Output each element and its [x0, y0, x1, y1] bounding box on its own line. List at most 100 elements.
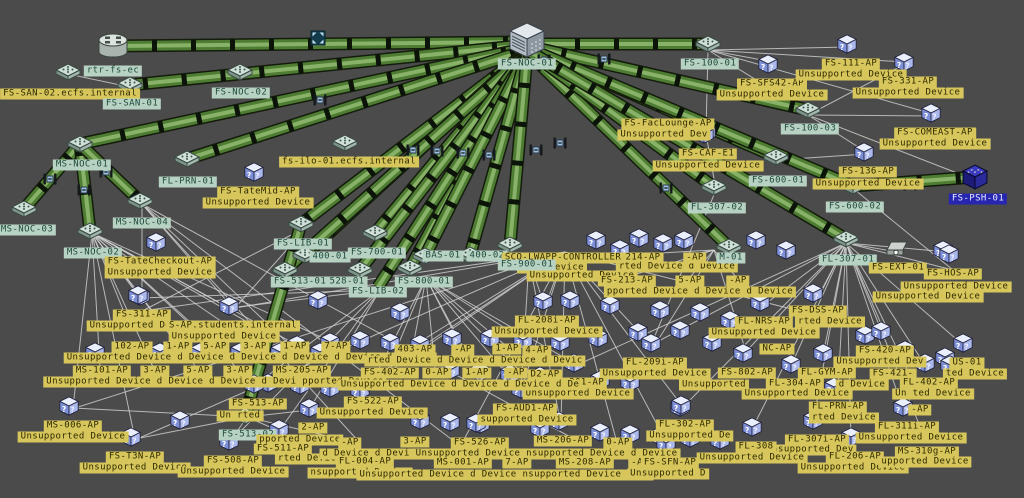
- node-label-fs-sfs42-ap[interactable]: FS-SFS42-AP: [736, 78, 808, 90]
- selected-device-cube-icon[interactable]: [961, 164, 989, 190]
- node-sublabel-fs-331-ap[interactable]: Unsupported Device: [852, 87, 964, 99]
- unsupported-device-cube-icon[interactable]: ??: [757, 54, 779, 74]
- unsupported-device-cube-icon[interactable]: ??: [775, 240, 797, 260]
- node-label-fs-600-02[interactable]: FS-600-02: [825, 201, 885, 213]
- node-label-fs-111-ap[interactable]: FS-111-AP: [821, 58, 881, 70]
- node-label-frag-ap-3[interactable]: -AP: [726, 275, 750, 287]
- node-label-fs-522-ap[interactable]: FS-522-AP: [343, 396, 403, 408]
- node-sublabel-fl-nrs-ap[interactable]: Unsupported Device: [708, 327, 820, 339]
- switch-icon[interactable]: [331, 134, 359, 152]
- node-sublabel-fs-dss-ap[interactable]: rted Device: [794, 316, 866, 328]
- link-status-icon[interactable]: [659, 182, 674, 194]
- node-sublabel-fl-301-ap[interactable]: Unsupported Device: [522, 388, 634, 400]
- node-label-fs-hos-ap[interactable]: FS-HOS-AP: [923, 268, 983, 280]
- node-label-row2c[interactable]: 5-AP: [183, 365, 213, 377]
- node-label-fs-900-01[interactable]: FS-900-01: [497, 259, 557, 271]
- unsupported-device-cube-icon[interactable]: ??: [619, 424, 641, 444]
- unsupported-device-cube-icon[interactable]: ??: [870, 321, 892, 341]
- node-label-fl-311i-ap[interactable]: FL-311i-AP: [874, 421, 940, 433]
- node-label-fl-308[interactable]: FL-308: [735, 441, 777, 453]
- node-label-rowb4[interactable]: 7-AP: [502, 457, 532, 469]
- node-label-ms-101-ap[interactable]: MS-101-AP: [72, 365, 132, 377]
- node-sublabel-fs-tatecheckout-ap[interactable]: Unsupported Device: [104, 267, 216, 279]
- node-label-row1e[interactable]: 1-AP: [280, 341, 310, 353]
- switch-icon[interactable]: [271, 261, 299, 279]
- pipe-link[interactable]: [186, 48, 528, 161]
- node-label-rowb1[interactable]: -AP: [338, 437, 362, 449]
- node-label-fs-400-01[interactable]: 400-01: [309, 251, 351, 263]
- node-label-fs-508-ap[interactable]: FS-508-AP: [203, 455, 263, 467]
- switch-icon[interactable]: [694, 35, 722, 53]
- unsupported-device-cube-icon[interactable]: ??: [745, 230, 767, 250]
- node-label-row1f[interactable]: 7-AP: [321, 341, 351, 353]
- unsupported-device-cube-icon[interactable]: ??: [532, 291, 554, 311]
- unsupported-device-cube-icon[interactable]: ??: [145, 232, 167, 252]
- node-label-fs-213-ap[interactable]: FS-213-AP: [597, 275, 657, 287]
- node-label-strip1[interactable]: Unsupported Device d Device d Device d D…: [63, 352, 437, 364]
- node-sublabel-fs-hos-ap[interactable]: Unsupported Device: [900, 281, 1012, 293]
- switch-icon[interactable]: [832, 230, 860, 248]
- unsupported-device-cube-icon[interactable]: ??: [741, 417, 763, 437]
- node-label-fs-psh-01[interactable]: FS-PSH-01: [948, 193, 1008, 205]
- unsupported-device-cube-icon[interactable]: ??: [127, 285, 149, 305]
- unsupported-device-cube-icon[interactable]: ??: [836, 34, 858, 54]
- unsupported-device-cube-icon[interactable]: ??: [628, 228, 650, 248]
- node-sublabel-fs-aud1-ap[interactable]: supported Device: [477, 414, 577, 426]
- node-label-row4d[interactable]: -AP: [504, 367, 528, 379]
- link-status-icon[interactable]: [406, 144, 421, 156]
- node-label-fs-dss-ap[interactable]: FS-DSS-AP: [788, 305, 848, 317]
- unsupported-device-cube-icon[interactable]: ??: [439, 412, 461, 432]
- node-label-ms-006-ap[interactable]: MS-006-AP: [43, 420, 103, 432]
- unsupported-device-cube-icon[interactable]: ??: [218, 296, 240, 316]
- node-sublabel-fs-214-ap[interactable]: rted Device d Device: [615, 261, 739, 273]
- link-status-icon[interactable]: [77, 184, 92, 196]
- node-label-strip6[interactable]: Unsupported Device d Device nsupported D…: [356, 469, 654, 481]
- switch-icon[interactable]: [361, 224, 389, 242]
- node-label-fl-206-ap[interactable]: FL-206-AP: [825, 451, 885, 463]
- node-label-fs-noc-02[interactable]: FS-NOC-02: [211, 87, 271, 99]
- pipe-link[interactable]: [423, 53, 529, 257]
- switch-icon[interactable]: [396, 259, 424, 277]
- node-label-fs-513-ap[interactable]: FS-513-AP: [228, 398, 288, 410]
- unsupported-device-cube-icon[interactable]: ??: [559, 290, 581, 310]
- node-label-row4b[interactable]: 0-AP: [422, 367, 452, 379]
- unsupported-device-cube-icon[interactable]: ??: [640, 333, 662, 353]
- node-label-fl-307-01[interactable]: FL-307-01: [818, 254, 878, 266]
- node-label-fs-san-02[interactable]: FS-SAN-02.ecfs.internal: [0, 88, 140, 100]
- node-label-fs-526-ap[interactable]: FS-526-AP: [450, 437, 510, 449]
- node-sublabel-fl-308[interactable]: Unsupported Device: [696, 452, 808, 464]
- node-label-fs-sfn-ap[interactable]: FS-SFN-AP: [640, 457, 700, 469]
- node-label-fs-t3n-ap[interactable]: FS-T3N-AP: [105, 451, 165, 463]
- node-label-fs-331-ap[interactable]: FS-331-AP: [878, 76, 938, 88]
- unsupported-device-cube-icon[interactable]: ??: [853, 142, 875, 162]
- node-label-fs-800-01[interactable]: FS-800-01: [394, 276, 454, 288]
- node-label-fs-400-02[interactable]: 400-02: [466, 250, 508, 262]
- node-label-fs-420-ap[interactable]: FS-420-AP: [855, 345, 915, 357]
- unsupported-device-cube-icon[interactable]: ??: [670, 395, 692, 415]
- node-label-fs-100-01[interactable]: FS-100-01: [680, 58, 740, 70]
- node-label-row1c[interactable]: 5-AP: [200, 341, 230, 353]
- node-label-fs-bas-01[interactable]: BAS-01: [422, 250, 464, 262]
- node-label-strip3[interactable]: rted Device d Device d Device d Devic: [364, 355, 586, 367]
- link-status-icon[interactable]: [430, 145, 445, 157]
- node-label-ms-noc-04[interactable]: MS-NOC-04: [112, 217, 172, 229]
- node-label-row2b[interactable]: 3-AP: [140, 365, 170, 377]
- node-label-ms-noc-01[interactable]: MS-NOC-01: [52, 159, 112, 171]
- node-label-fl-gym-ap[interactable]: FL-GYM-AP: [797, 367, 857, 379]
- link-status-icon[interactable]: [482, 149, 497, 161]
- node-label-ms-noc-02[interactable]: MS-NOC-02: [63, 247, 123, 259]
- unsupported-device-cube-icon[interactable]: ??: [952, 333, 974, 353]
- node-label-fs-311-ap[interactable]: FS-311-AP: [112, 309, 172, 321]
- unsupported-device-cube-icon[interactable]: ??: [599, 295, 621, 315]
- node-label-ms-206-ap[interactable]: MS-206-AP: [533, 435, 593, 447]
- switch-icon[interactable]: [126, 192, 154, 210]
- node-label-fl-307-02[interactable]: FL-307-02: [687, 202, 747, 214]
- node-label-row1d[interactable]: 3-AP: [240, 341, 270, 353]
- switch-icon[interactable]: [66, 135, 94, 153]
- unsupported-device-cube-icon[interactable]: ??: [732, 343, 754, 363]
- node-sublabel-fs-420-ap[interactable]: Unsupported Dev: [833, 356, 927, 368]
- switch-icon[interactable]: [54, 63, 82, 81]
- unsupported-device-cube-icon[interactable]: ??: [585, 230, 607, 250]
- switch-icon[interactable]: [700, 178, 728, 196]
- node-label-fs-noc-01[interactable]: FS-NOC-01: [497, 58, 557, 70]
